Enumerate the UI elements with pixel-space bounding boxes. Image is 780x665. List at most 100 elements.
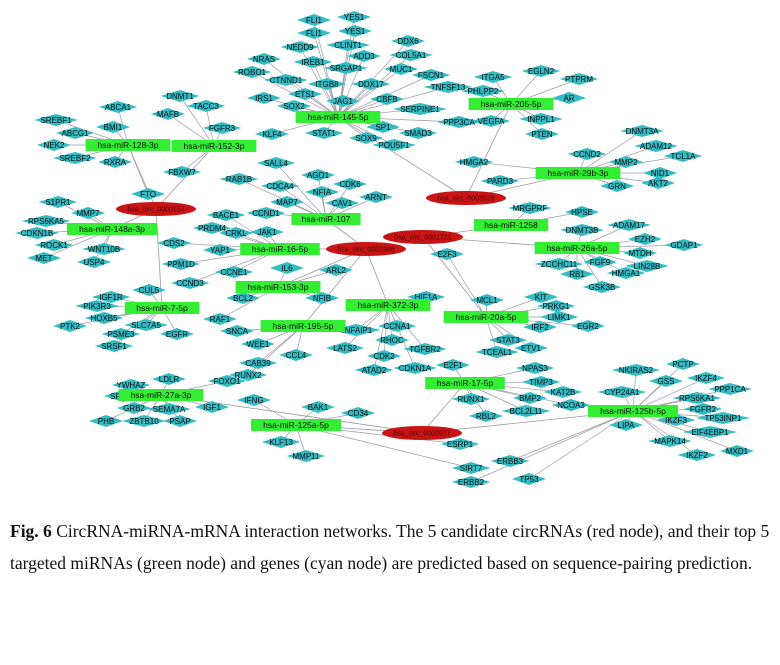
gene-node: TNFSF13 bbox=[423, 81, 473, 93]
gene-node-shape bbox=[347, 50, 381, 62]
caption-text: CircRNA-miRNA-mRNA interaction networks.… bbox=[10, 521, 770, 573]
gene-node: RBL2 bbox=[469, 410, 503, 422]
gene-node-shape bbox=[539, 311, 579, 323]
mirna-node-shape bbox=[67, 223, 157, 235]
mirna-node: hsa-miR-17-5p bbox=[425, 377, 505, 389]
gene-node-label: BCL2L11 bbox=[510, 407, 543, 416]
gene-node-label: TIMP3 bbox=[529, 378, 553, 387]
gene-node-shape bbox=[131, 188, 165, 200]
gene-node-label: PSME3 bbox=[107, 330, 135, 339]
gene-node-label: DNMT3B bbox=[566, 226, 599, 235]
gene-node-label: RBL2 bbox=[476, 412, 497, 421]
gene-node-label: LIMK1 bbox=[547, 313, 571, 322]
gene-node: DDX17 bbox=[351, 78, 391, 90]
gene-node: FGFR2 bbox=[683, 403, 723, 415]
gene-node: RAF1 bbox=[203, 313, 237, 325]
gene-node-shape bbox=[301, 169, 335, 181]
network-edge bbox=[528, 410, 634, 480]
gene-node: PPP3CA bbox=[437, 116, 481, 128]
gene-node-label: SRSF1 bbox=[101, 342, 127, 351]
gene-node-label: FSCN1 bbox=[418, 71, 445, 80]
gene-node: ESRP1 bbox=[440, 438, 480, 450]
gene-node: RPS6KA5 bbox=[21, 215, 71, 227]
gene-node-shape bbox=[152, 373, 186, 385]
gene-node-shape bbox=[370, 93, 404, 105]
gene-node: BACE1 bbox=[206, 209, 246, 221]
gene-node: SIRT7 bbox=[451, 462, 491, 474]
gene-node-label: STAT1 bbox=[312, 129, 336, 138]
gene-node-shape bbox=[597, 386, 647, 398]
gene-node-label: EZH2 bbox=[635, 235, 656, 244]
network-edge bbox=[632, 410, 698, 456]
gene-node-shape bbox=[161, 258, 201, 270]
gene-node: FOXO1 bbox=[207, 375, 247, 387]
mirna-node-label: hsa-miR-152-3p bbox=[184, 141, 245, 151]
gene-node-label: LIPA bbox=[618, 421, 635, 430]
gene-node-label: BMP2 bbox=[519, 394, 541, 403]
circrna-node: hsa_circ_0000157 bbox=[116, 202, 196, 216]
gene-node-shape bbox=[366, 121, 400, 133]
gene-node-shape bbox=[523, 321, 557, 333]
gene-node-label: YES1 bbox=[345, 27, 366, 36]
mirna-node-label: hsa-miR-107 bbox=[302, 214, 351, 224]
gene-node-shape bbox=[122, 415, 166, 427]
gene-node-label: FOXO1 bbox=[213, 377, 241, 386]
gene-node-shape bbox=[325, 197, 359, 209]
gene-node-label: PPM1D bbox=[167, 260, 195, 269]
gene-node-shape bbox=[256, 157, 296, 169]
gene-node-label: MCL1 bbox=[476, 296, 498, 305]
gene-node-label: MAFB bbox=[157, 110, 179, 119]
mirna-node: hsa-miR-195-5p bbox=[260, 320, 346, 332]
gene-node: NEDD9 bbox=[280, 41, 320, 53]
gene-node: COL5A1 bbox=[389, 49, 433, 61]
mirna-node-shape bbox=[124, 302, 200, 314]
gene-node: TGFBR2 bbox=[403, 343, 447, 355]
gene-node-shape bbox=[98, 156, 132, 168]
gene-node-label: IREB1 bbox=[301, 58, 325, 67]
gene-node: NID1 bbox=[643, 167, 677, 179]
gene-node: USP4 bbox=[77, 256, 111, 268]
gene-node-shape bbox=[338, 25, 372, 37]
gene-node-shape bbox=[451, 393, 491, 405]
gene-node-shape bbox=[203, 244, 237, 256]
gene-node: PPM1D bbox=[161, 258, 201, 270]
gene-node-shape bbox=[297, 27, 331, 39]
gene-node-shape bbox=[15, 227, 59, 239]
gene-node-label: PRDM4 bbox=[198, 224, 227, 233]
gene-node-label: CCND2 bbox=[573, 150, 601, 159]
gene-node-shape bbox=[582, 281, 622, 293]
gene-node-label: PHB bbox=[98, 417, 114, 426]
gene-node-label: RUNX1 bbox=[457, 395, 485, 404]
mirna-node-shape bbox=[473, 219, 549, 231]
gene-node-shape bbox=[359, 191, 393, 203]
gene-node: CUL5 bbox=[132, 284, 166, 296]
gene-node-label: SLC7A5 bbox=[131, 321, 161, 330]
gene-node: WNT10B bbox=[82, 243, 126, 255]
gene-node: AGO1 bbox=[301, 169, 335, 181]
network-edge bbox=[302, 248, 367, 327]
network-edge bbox=[155, 145, 215, 210]
gene-node-label: FGF9 bbox=[590, 258, 611, 267]
gene-node-label: NFIB bbox=[313, 294, 331, 303]
gene-node: PRKG1 bbox=[536, 300, 576, 312]
gene-node-shape bbox=[384, 63, 418, 75]
gene-node-shape bbox=[663, 150, 703, 162]
gene-node-label: NEDD9 bbox=[286, 43, 314, 52]
gene-node: PHB bbox=[89, 415, 123, 427]
circrna-node-shape bbox=[326, 242, 406, 256]
gene-node: FLI1 bbox=[297, 27, 331, 39]
gene-node-shape bbox=[490, 455, 530, 467]
mirna-node-shape bbox=[535, 167, 621, 179]
network-edge bbox=[337, 68, 402, 118]
gene-node: IFNG bbox=[237, 394, 271, 406]
gene-node: FLI1 bbox=[297, 14, 331, 26]
gene-node-label: DDX6 bbox=[397, 37, 419, 46]
gene-node-label: SP1 bbox=[375, 123, 391, 132]
circrna-node-label: hsa_circ_0001721 bbox=[394, 235, 451, 242]
gene-node-shape bbox=[677, 449, 717, 461]
circrna-node-shape bbox=[116, 202, 196, 216]
gene-node: GSS bbox=[649, 375, 683, 387]
gene-node: CLINT1 bbox=[326, 39, 370, 51]
gene-node-shape bbox=[84, 312, 124, 324]
